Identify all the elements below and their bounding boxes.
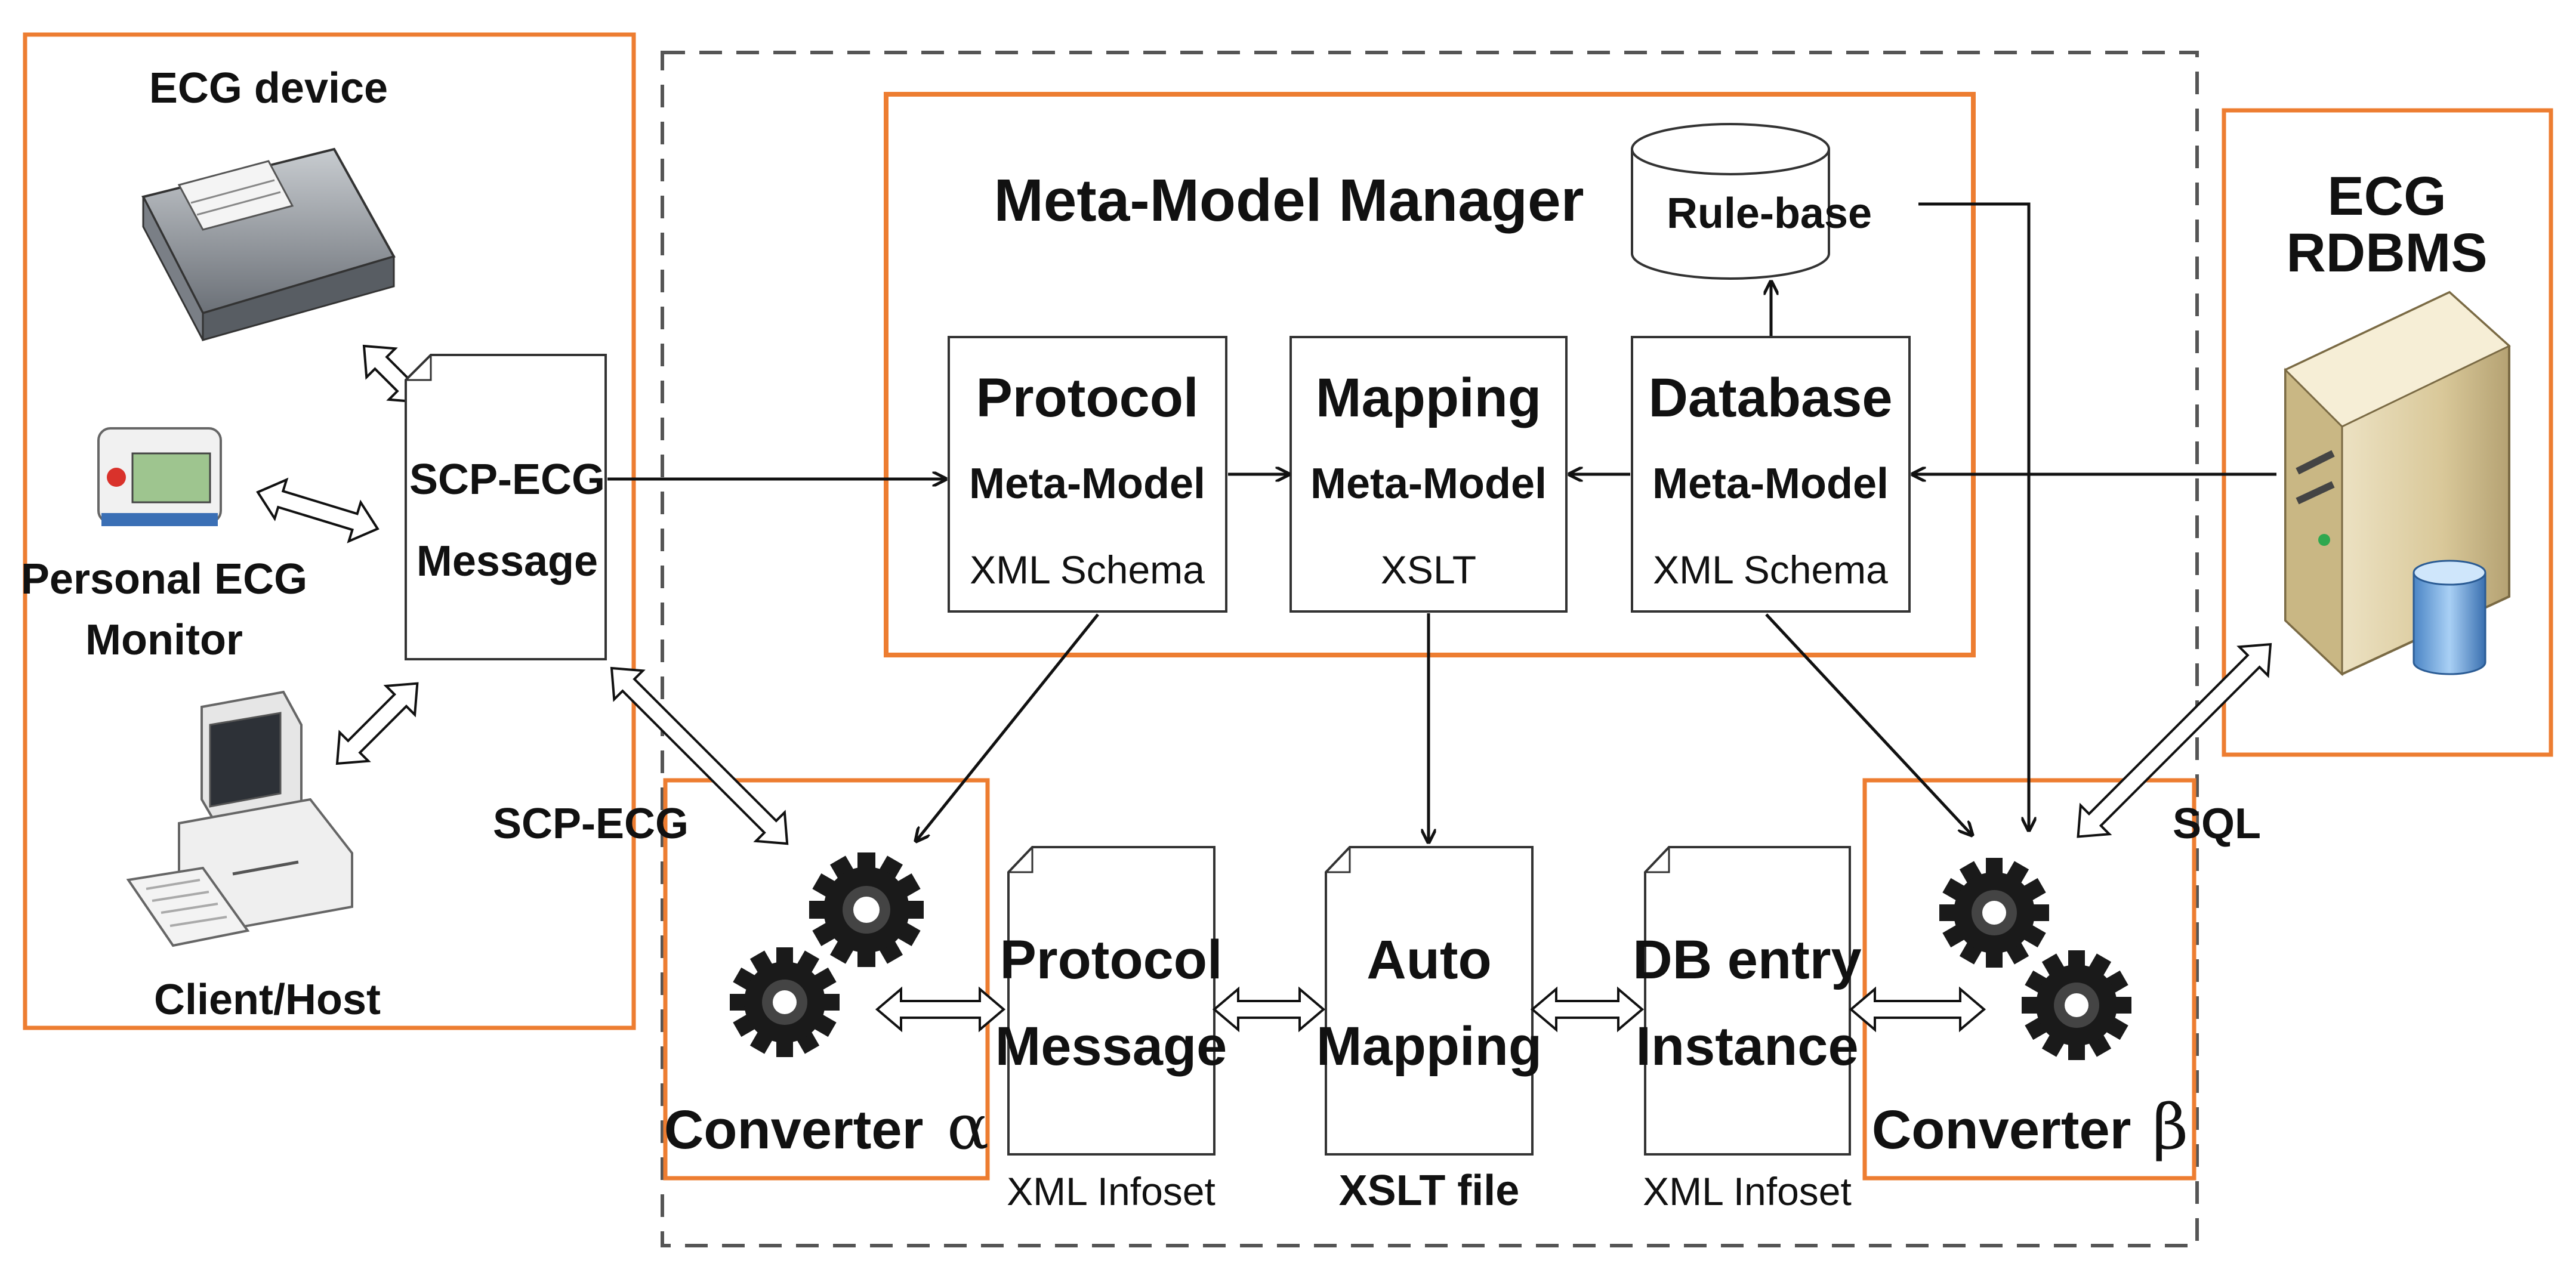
auto-mapping-line1: Auto	[1366, 929, 1491, 990]
db-entry-line2: Instance	[1636, 1016, 1858, 1077]
auto-mapping-line2: Mapping	[1316, 1016, 1542, 1077]
db-entry-caption: XML Infoset	[1643, 1169, 1852, 1213]
database-meta-model-box	[1631, 336, 1911, 613]
ecg-device-label: ECG device	[149, 64, 388, 112]
converter-alpha-text: Converter	[664, 1099, 924, 1160]
mapping-meta-model-box	[1289, 336, 1568, 613]
converter-beta-text: Converter	[1872, 1099, 2131, 1160]
ecg-rdbms-line1: ECG	[2327, 166, 2446, 227]
db-entry-to-beta-arrow	[1849, 986, 1986, 1033]
client-host-label: Client/Host	[154, 976, 381, 1024]
device-to-message-arrows	[256, 344, 422, 765]
database-meta-model-to-converter-beta-arrow	[1765, 613, 1972, 835]
database-server-icon	[2284, 291, 2511, 676]
bottom-bidirectional-arrows	[875, 986, 1986, 1033]
protocol-message-line2: Message	[995, 1016, 1227, 1077]
protocol-message-caption: XML Infoset	[1007, 1169, 1215, 1213]
mapping-meta-model-line1: Mapping	[1316, 367, 1541, 428]
converter-alpha-box	[663, 778, 990, 1181]
rule-base-cylinder	[1631, 123, 1830, 280]
db-entry-line1: DB entry	[1633, 929, 1861, 990]
personal-ecg-monitor-label-line2: Monitor	[85, 616, 243, 664]
converter-alpha-gear-small-icon	[730, 947, 840, 1057]
protocol-meta-model-line1: Protocol	[976, 367, 1198, 428]
ecg-rdbms-group-box	[2222, 108, 2553, 757]
scp-ecg-channel-arrow	[610, 666, 789, 845]
protocol-meta-model-box	[948, 336, 1227, 613]
ecg-device-icon	[141, 147, 396, 341]
mapping-meta-model-line2: Meta-Model	[1310, 460, 1547, 508]
converter-alpha-gear-large-icon	[809, 852, 924, 967]
mapping-meta-model-line3: XSLT	[1381, 548, 1476, 592]
protocol-message-document	[1007, 846, 1215, 1156]
scp-ecg-message-document	[405, 354, 607, 660]
system-boundary-dashed	[661, 51, 2199, 1247]
protocol-message-line1: Protocol	[999, 929, 1222, 990]
protocol-message-to-auto-mapping-arrow	[1212, 986, 1326, 1033]
devices-group-box	[23, 32, 636, 1030]
database-meta-model-line3: XML Schema	[1653, 548, 1888, 592]
rule-base-to-converter-beta-arrow	[1918, 202, 2029, 830]
converter-beta-gear-upper-icon	[1939, 858, 2049, 968]
protocol-meta-model-line2: Meta-Model	[969, 460, 1205, 508]
converter-beta-label: Converter β	[1872, 1091, 2188, 1163]
sql-edge-label: SQL	[2173, 800, 2261, 848]
personal-ecg-monitor-icon	[97, 427, 222, 526]
alpha-to-protocol-message-arrow	[875, 986, 1006, 1033]
scp-ecg-edge-label: SCP-ECG	[493, 800, 689, 848]
rule-base-label: Rule-base	[1667, 190, 1872, 237]
sql-channel-arrow	[2077, 642, 2272, 838]
database-meta-model-line1: Database	[1648, 367, 1892, 428]
scp-message-line1: SCP-ECG	[409, 456, 605, 503]
personal-ecg-monitor-label-line1: Personal ECG	[21, 555, 307, 603]
protocol-meta-model-line3: XML Schema	[970, 548, 1205, 592]
converter-alpha-label: Converter α	[664, 1091, 989, 1163]
personal-monitor-link-arrow	[256, 477, 380, 543]
protocol-meta-model-to-converter-alpha-arrow	[916, 613, 1099, 841]
auto-mapping-caption: XSLT file	[1339, 1167, 1520, 1215]
db-entry-instance-document	[1644, 846, 1851, 1156]
scp-message-line2: Message	[417, 537, 598, 585]
alpha-symbol: α	[947, 1091, 989, 1163]
meta-model-manager-title: Meta-Model Manager	[994, 167, 1584, 234]
auto-mapping-to-db-entry-arrow	[1530, 986, 1645, 1033]
flow-arrows	[607, 202, 2276, 842]
converter-beta-gear-lower-icon	[2022, 950, 2131, 1060]
ecg-rdbms-line2: RDBMS	[2286, 223, 2487, 283]
client-host-link-arrow	[335, 682, 419, 765]
beta-symbol: β	[2152, 1091, 2188, 1163]
client-host-computer-icon	[126, 690, 353, 947]
auto-mapping-document	[1325, 846, 1534, 1156]
database-meta-model-line2: Meta-Model	[1652, 460, 1889, 508]
